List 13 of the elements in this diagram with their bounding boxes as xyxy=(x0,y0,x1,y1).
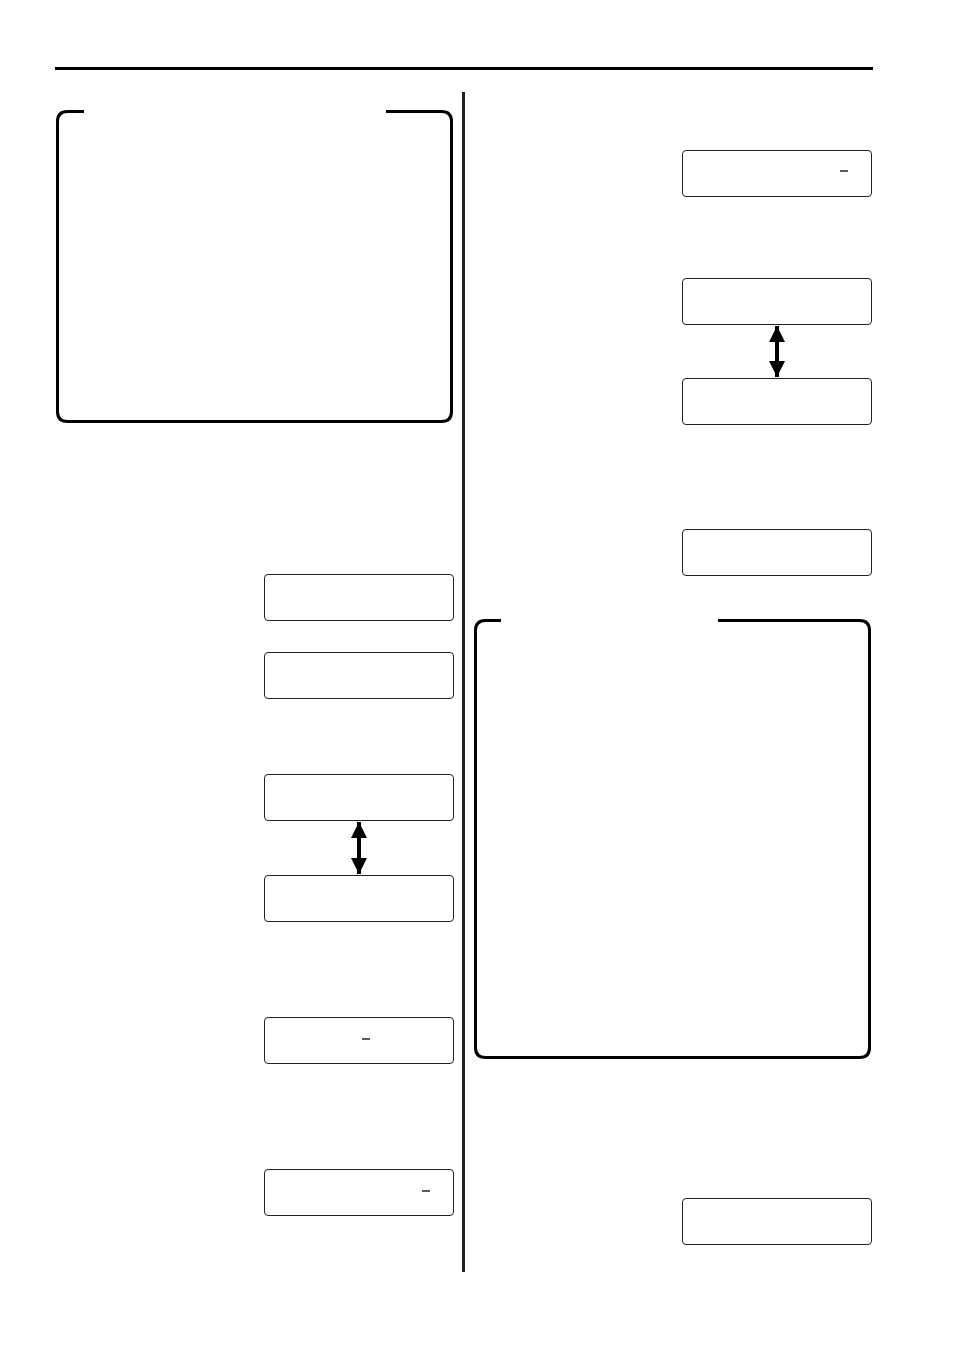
display-box xyxy=(682,278,872,325)
display-box xyxy=(682,529,872,576)
display-box xyxy=(264,774,454,821)
double-arrow xyxy=(351,822,367,874)
display-box xyxy=(682,378,872,425)
display-box xyxy=(264,1017,454,1064)
display-box xyxy=(264,652,454,699)
display-box xyxy=(682,150,872,197)
display-box xyxy=(264,1169,454,1216)
display-box xyxy=(682,1198,872,1245)
display-box xyxy=(264,574,454,621)
double-arrow xyxy=(769,326,785,377)
display-box xyxy=(264,875,454,922)
